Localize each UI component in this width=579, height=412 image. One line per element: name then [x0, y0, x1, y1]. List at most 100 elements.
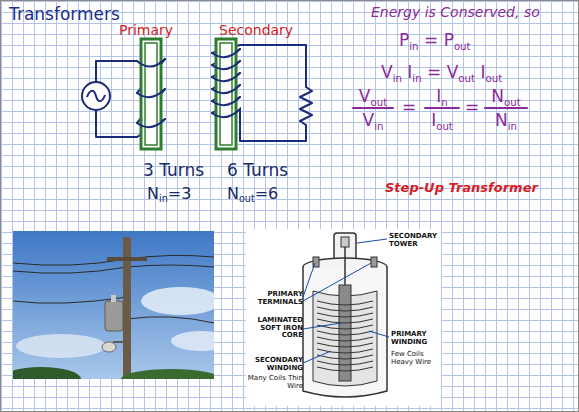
figure-background: [246, 229, 441, 406]
winding: [317, 343, 373, 347]
tower-terminal: [341, 237, 349, 247]
pole-photo: [13, 231, 214, 379]
transformer-type: Step-Up Transformer: [385, 181, 538, 195]
primary-coil: [137, 59, 165, 127]
resistor-symbol: [300, 87, 312, 125]
part-label: SECONDARY TOWER: [389, 233, 439, 248]
winding: [317, 367, 373, 371]
coil-case: [303, 267, 387, 397]
coil-turn: [212, 97, 240, 105]
subscript: out: [504, 97, 521, 108]
turns-label: 3 Turns: [143, 161, 204, 180]
numerator: Nout: [481, 87, 531, 106]
turns-count: Nout=6: [227, 185, 278, 203]
part-label: SECONDARY WINDING: [247, 357, 303, 372]
subscript: out: [485, 73, 502, 84]
subscript: in: [508, 121, 517, 132]
denominator: Nin: [481, 111, 531, 130]
transformer-bushing: [111, 295, 116, 302]
subscript: in: [393, 73, 402, 84]
primary-core-fill: [145, 43, 157, 145]
coil-turn: [212, 73, 240, 81]
numerator: Vout: [348, 87, 398, 106]
power-line: [13, 265, 214, 273]
title: Transformers: [9, 5, 120, 24]
part-note: Many Coils Thin Wire: [247, 375, 303, 390]
part-note: Few Coils Heavy Wire: [391, 351, 439, 366]
power-line: [13, 255, 214, 265]
trees: [13, 367, 81, 379]
cloud: [141, 287, 214, 315]
cloud: [171, 331, 214, 351]
equals-sign: =: [399, 98, 419, 117]
turns-count: Nin=3: [147, 185, 191, 203]
leader-line: [303, 323, 341, 329]
windings: [317, 301, 373, 371]
ignition-coil: [246, 229, 441, 406]
subscript: in: [374, 121, 383, 132]
denominator: Vin: [348, 111, 398, 130]
equation: Pin = Pout: [399, 31, 471, 50]
winding: [317, 313, 373, 317]
subscript: in: [159, 193, 168, 204]
subscript: out: [458, 73, 475, 84]
primary-terminal: [371, 257, 377, 267]
subscript: n: [441, 97, 447, 108]
turns-label: 6 Turns: [227, 161, 288, 180]
winding: [317, 319, 373, 323]
trees: [121, 369, 214, 379]
coil-turn: [137, 59, 165, 67]
coil-turn: [137, 119, 165, 127]
part-label: PRIMARY WINDING: [391, 331, 439, 346]
iron-core: [339, 285, 351, 381]
transformer-can: [105, 301, 123, 331]
subscript: out: [370, 97, 387, 108]
coil-turn: [212, 49, 240, 57]
part-label: LAMINATED SOFT IRON CORE: [247, 317, 303, 340]
winding: [317, 349, 373, 353]
light-arm: [113, 341, 125, 343]
power-line: [127, 317, 214, 323]
cloud: [16, 334, 106, 358]
equals-sign: =: [462, 98, 482, 117]
winding: [317, 361, 373, 365]
subscript: in: [409, 41, 418, 52]
note: Energy is Conserved, so: [371, 5, 540, 20]
subscript: out: [239, 193, 255, 204]
wire: [240, 45, 306, 87]
winding: [317, 355, 373, 359]
leader-lines: [303, 239, 389, 363]
leader-line: [357, 239, 387, 243]
winding: [317, 301, 373, 305]
numerator: In: [420, 87, 464, 106]
coil-turn: [212, 85, 240, 93]
secondary-coil: [212, 49, 240, 121]
streetlight: [102, 342, 116, 352]
winding: [317, 331, 373, 335]
high-voltage-lead: [344, 247, 346, 285]
subscript: out: [436, 121, 453, 132]
denominator: Iout: [420, 111, 464, 130]
crossarm: [107, 257, 147, 261]
wire: [96, 110, 137, 137]
subscript: in: [412, 73, 421, 84]
coil-heading: Secondary: [219, 23, 293, 38]
equation: Vin Iin = Vout Iout: [381, 63, 502, 82]
ac-symbol: [87, 91, 105, 101]
winding: [317, 337, 373, 341]
ac-source: [82, 82, 110, 110]
leader-line: [303, 351, 331, 363]
coil-turn: [137, 89, 165, 97]
leader-line: [303, 263, 315, 297]
leader-line: [369, 331, 389, 337]
wire: [96, 61, 137, 82]
wire: [240, 121, 306, 141]
coil-turn: [212, 109, 240, 121]
winding: [317, 307, 373, 311]
coil-turn: [212, 61, 240, 69]
coil-heading: Primary: [119, 23, 173, 38]
part-label: PRIMARY TERMINALS: [255, 291, 303, 306]
leader-line: [303, 263, 371, 301]
